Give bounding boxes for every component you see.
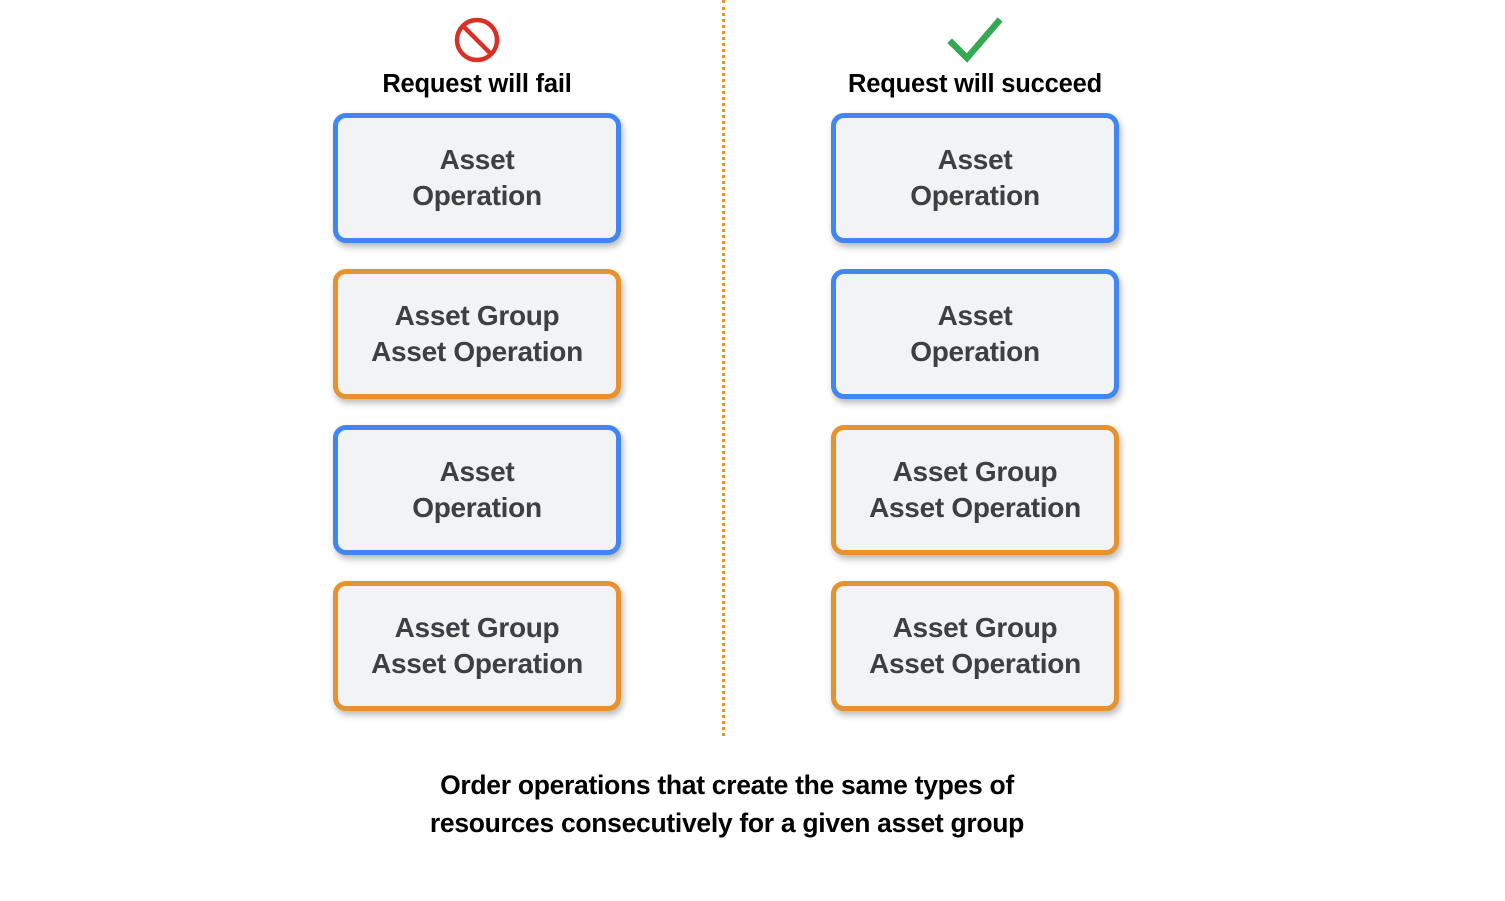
operation-node[interactable]: Asset Group Asset Operation (333, 581, 621, 711)
operation-node-label: Asset Operation (412, 144, 542, 211)
column-header-fail: Request will fail (267, 14, 687, 98)
operation-node-label: Asset Operation (910, 144, 1040, 211)
operation-node-label: Asset Group Asset Operation (869, 612, 1081, 679)
operation-node[interactable]: Asset Group Asset Operation (831, 425, 1119, 555)
operation-node-label: Asset Operation (412, 456, 542, 523)
prohibition-icon (267, 14, 687, 66)
column-header-label-fail: Request will fail (382, 70, 572, 98)
operation-node-label: Asset Group Asset Operation (869, 456, 1081, 523)
diagram-caption: Order operations that create the same ty… (429, 770, 1025, 839)
operation-list-succeed: Asset Operation Asset Operation Asset Gr… (831, 113, 1119, 711)
column-header-succeed: Request will succeed (765, 14, 1185, 98)
operation-node-label: Asset Operation (910, 300, 1040, 367)
operation-node[interactable]: Asset Operation (333, 425, 621, 555)
checkmark-icon (765, 14, 1185, 66)
operation-node[interactable]: Asset Operation (333, 113, 621, 243)
operation-node[interactable]: Asset Group Asset Operation (333, 269, 621, 399)
operation-node-label: Asset Group Asset Operation (371, 300, 583, 367)
operation-node-label: Asset Group Asset Operation (371, 612, 583, 679)
operation-list-fail: Asset Operation Asset Group Asset Operat… (333, 113, 621, 711)
column-header-label-succeed: Request will succeed (848, 70, 1102, 98)
operation-node[interactable]: Asset Operation (831, 269, 1119, 399)
operation-node[interactable]: Asset Operation (831, 113, 1119, 243)
operation-node[interactable]: Asset Group Asset Operation (831, 581, 1119, 711)
column-divider (722, 0, 725, 736)
